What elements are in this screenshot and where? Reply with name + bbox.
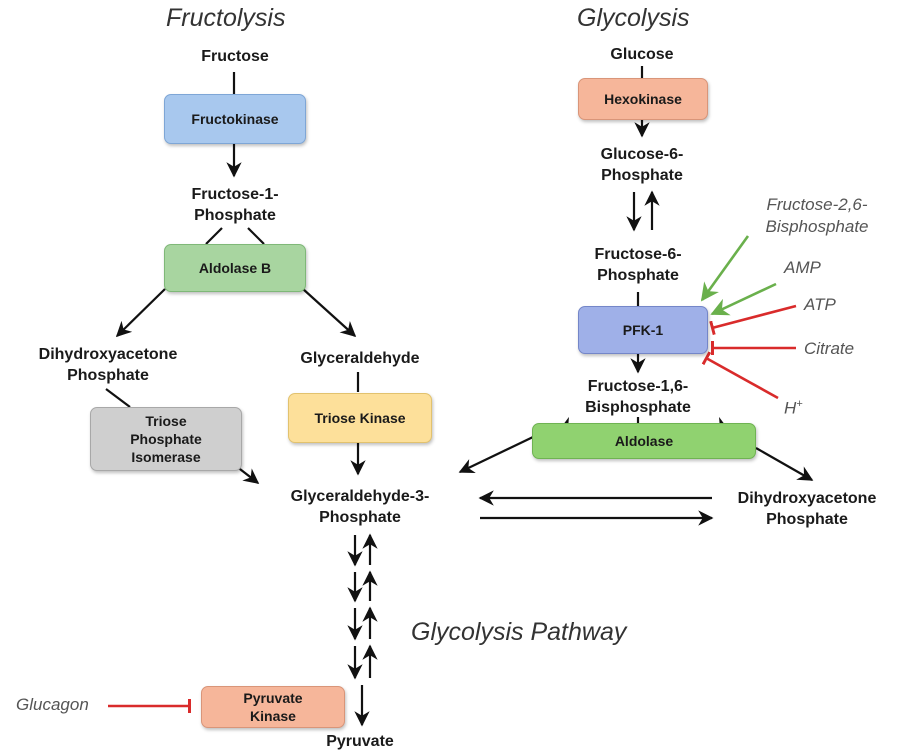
fructose-2-6-bisphosphate-regulator: Fructose-2,6- Bisphosphate bbox=[765, 195, 869, 236]
f1p-aldolase-right-line bbox=[247, 227, 265, 245]
dhap-left-label: Dihydroxyacetone Phosphate bbox=[38, 346, 178, 384]
dhap-right-label: Dihydroxyacetone Phosphate bbox=[737, 490, 877, 528]
f26bp-activation-arrow bbox=[700, 235, 750, 302]
triose-kinase-enzyme: Triose Kinase bbox=[288, 393, 432, 443]
amp-regulator: AMP bbox=[784, 258, 821, 277]
glycolysis-title: Glycolysis bbox=[577, 4, 690, 32]
dhap-to-tpi-line bbox=[105, 388, 131, 408]
aldolase-b-to-dhap-arrow bbox=[115, 288, 166, 338]
aldolase-to-dhap-arrow bbox=[755, 447, 814, 481]
citrate-regulator: Citrate bbox=[804, 339, 855, 358]
fructokinase-enzyme: Fructokinase bbox=[164, 94, 306, 144]
hexokinase-enzyme: Hexokinase bbox=[578, 78, 708, 120]
glycolysis-pathway-title: Glycolysis Pathway bbox=[411, 618, 627, 646]
fructose-1-6-bisphosphate-label: Fructose-1,6- Bisphosphate bbox=[585, 378, 691, 416]
fructose-label: Fructose bbox=[201, 48, 269, 65]
atp-inhibition-line bbox=[709, 304, 797, 336]
amp-activation-arrow bbox=[710, 282, 777, 316]
fructolysis-title: Fructolysis bbox=[166, 4, 286, 32]
glucagon-regulator: Glucagon bbox=[16, 695, 89, 714]
glyceraldehyde-3-phosphate-label: Glyceraldehyde-3- Phosphate bbox=[290, 488, 430, 526]
fructose-1-phosphate-label: Fructose-1- Phosphate bbox=[191, 186, 279, 224]
f1p-aldolase-left-line bbox=[205, 227, 223, 245]
fructose-6-phosphate-label: Fructose-6- Phosphate bbox=[594, 246, 682, 284]
triose-phosphate-isomerase-enzyme: Triose Phosphate Isomerase bbox=[90, 407, 242, 471]
h-plus-regulator: H+ bbox=[784, 398, 803, 418]
glucose-label: Glucose bbox=[610, 46, 674, 63]
pyruvate-kinase-enzyme: Pyruvate Kinase bbox=[201, 686, 345, 728]
pfk-1-enzyme: PFK-1 bbox=[578, 306, 708, 354]
glucose-6-phosphate-label: Glucose-6- Phosphate bbox=[600, 146, 684, 184]
pyruvate-label: Pyruvate bbox=[326, 733, 394, 750]
h-plus-inhibition-line bbox=[701, 351, 779, 400]
atp-regulator: ATP bbox=[804, 295, 836, 314]
aldolase-b-to-glyceraldehyde-arrow bbox=[302, 288, 357, 338]
aldolase-b-enzyme: Aldolase B bbox=[164, 244, 306, 292]
aldolase-enzyme: Aldolase bbox=[532, 423, 756, 459]
glyceraldehyde-label: Glyceraldehyde bbox=[300, 350, 420, 367]
